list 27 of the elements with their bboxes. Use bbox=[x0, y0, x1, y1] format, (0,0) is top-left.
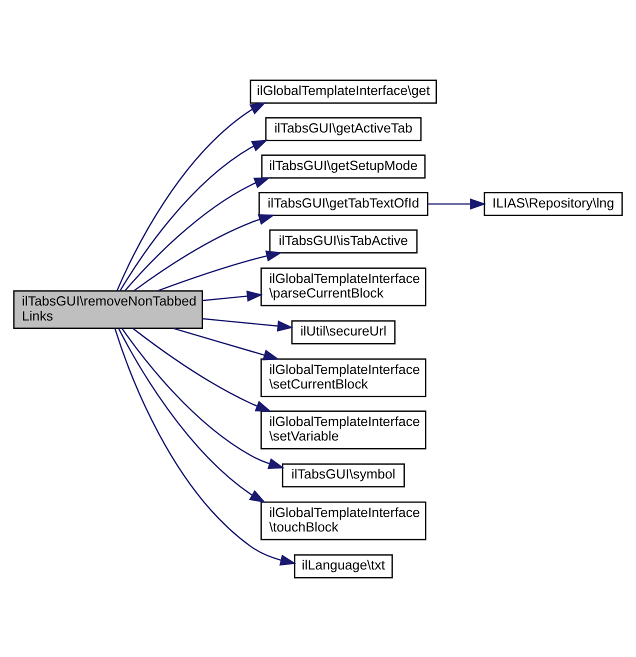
arrow bbox=[428, 198, 486, 210]
node-box: ilTabsGUI\removeNonTabbed Links bbox=[13, 290, 204, 328]
node-box: ilTabsGUI\getSetupMode bbox=[261, 154, 426, 178]
arrow bbox=[158, 250, 282, 291]
arrow bbox=[132, 328, 272, 412]
arrow bbox=[122, 328, 284, 468]
node-box: ilLanguage\txt bbox=[294, 554, 393, 578]
node-box: ilGlobalTemplateInterface \setCurrentBlock bbox=[260, 358, 426, 397]
node-box: ilUtil\secureUrl bbox=[291, 320, 396, 344]
node-box: ilGlobalTemplateInterface\get bbox=[250, 79, 437, 104]
arrow bbox=[134, 214, 275, 291]
node-box: ilGlobalTemplateInterface \parseCurrentBlock bbox=[260, 267, 426, 306]
node-box: ilGlobalTemplateInterface \setVariable bbox=[260, 410, 426, 449]
node-box: ILIAS\Repository\lng bbox=[484, 191, 623, 216]
arrow bbox=[116, 102, 266, 290]
arrow bbox=[202, 318, 294, 332]
arrow bbox=[114, 328, 296, 566]
arrow bbox=[120, 139, 268, 290]
node-box: ilTabsGUI\getTabTextOfId bbox=[258, 191, 428, 216]
node-box: ilTabsGUI\getActiveTab bbox=[265, 116, 422, 141]
arrow bbox=[202, 290, 263, 302]
node-box: ilTabsGUI\symbol bbox=[282, 462, 405, 487]
arrow bbox=[124, 176, 270, 291]
node-box: ilTabsGUI\isTabActive bbox=[269, 228, 418, 253]
arrow bbox=[118, 328, 266, 502]
node-box: ilGlobalTemplateInterface \touchBlock bbox=[260, 500, 426, 540]
arrow bbox=[173, 327, 280, 360]
